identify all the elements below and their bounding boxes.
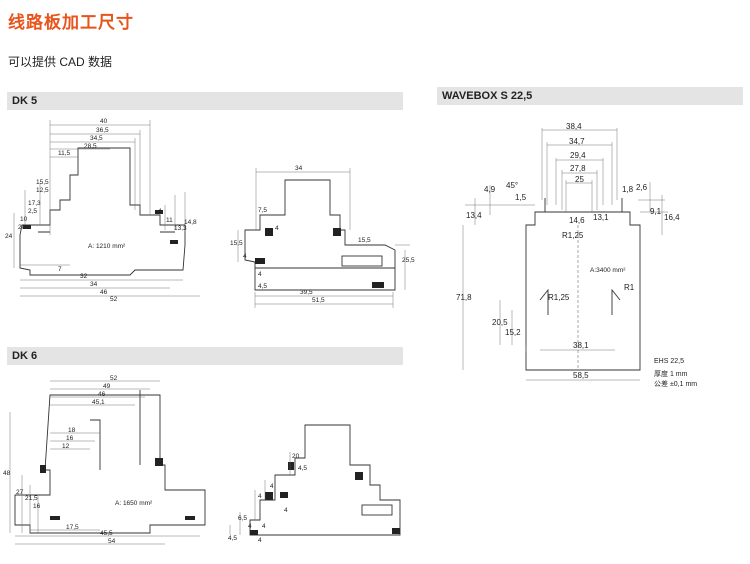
dk6-dim-0: 52: [110, 375, 118, 382]
dk6-dim-5: 16: [66, 435, 74, 442]
dk6-dim-8: 27: [16, 489, 24, 496]
dk6-dim-11: 17,5: [66, 524, 79, 531]
dk5-board-drawing: 34 7,5 4 4 15,5 15,5 25,5 4 4,5 39,5 51,…: [230, 165, 415, 308]
dk5-side-2: 4: [275, 225, 279, 232]
dk5-side-7: 4: [258, 271, 262, 278]
wavebox-dim-18: R1: [624, 283, 635, 292]
dk6-side-6: 4: [248, 523, 252, 530]
dk5-side-4: 15,5: [230, 240, 243, 247]
dk6-board-drawing: 20 4,5 4 4 4 6,5 4 4 4,5 4: [228, 424, 401, 544]
page-subtitle: 可以提供 CAD 数据: [8, 55, 113, 69]
wavebox-area: A:3400 mm²: [590, 267, 626, 274]
dk5-profile-drawing: 40 36,5 34,5 28,5 11,5 15,5 12,5 17,3 2,…: [5, 118, 200, 303]
dk5-dim-1: 36,5: [96, 127, 109, 134]
dk6-dim-10: 16: [33, 503, 41, 510]
dk5-dim-15: 14,8: [184, 219, 197, 226]
wavebox-note-tolerance: 公差 ±0,1 mm: [654, 381, 698, 388]
dk5-dim-0: 40: [100, 118, 108, 125]
wavebox-dim-16: 71,8: [456, 293, 472, 302]
dk5-dim-17: 32: [80, 273, 88, 280]
wavebox-dim-19: 20,5: [492, 318, 508, 327]
section-header-dk5: DK 5: [7, 92, 403, 110]
wavebox-dim-12: 2,6: [636, 183, 648, 192]
wavebox-dim-11: 1,8: [622, 185, 634, 194]
dk5-dim-19: 46: [100, 289, 108, 296]
dk5-side-9: 39,5: [300, 289, 313, 296]
dk6-side-9: 4: [258, 537, 262, 544]
dk5-dim-5: 15,5: [36, 179, 49, 186]
dk6-side-4: 4: [284, 507, 288, 514]
dk6-area: A: 1650 mm²: [115, 500, 153, 507]
dk6-dim-13: 54: [108, 538, 116, 545]
dk5-side-8: 4,5: [258, 283, 267, 290]
wavebox-note-thickness: 厚度 1 mm: [654, 371, 688, 378]
dk6-side-3: 4: [258, 493, 262, 500]
dk5-side-10: 51,5: [312, 297, 325, 304]
dk5-dim-16: 7: [58, 266, 62, 273]
dk5-dim-14: 13,3: [174, 225, 187, 232]
wavebox-dim-6: 45°: [506, 181, 518, 190]
wavebox-note-model: EHS 22,5: [654, 358, 684, 365]
wavebox-dim-20: 15,2: [505, 328, 521, 337]
dk6-dim-12: 45,5: [100, 530, 113, 537]
dk5-side-0: 34: [295, 165, 303, 172]
wavebox-dim-3: 27,8: [570, 164, 586, 173]
dk6-dim-7: 48: [3, 470, 11, 477]
dk5-dim-11: 24: [5, 233, 13, 240]
dk5-side-6: 25,5: [402, 257, 415, 264]
wavebox-drawing: 38,4 34,7 29,4 27,8 25 4,9 45° 1,5 13,4 …: [456, 122, 680, 381]
dk5-dim-13: 11: [166, 217, 173, 224]
wavebox-dim-14: 16,4: [664, 213, 680, 222]
dk6-side-8: 4,5: [228, 535, 237, 542]
wavebox-dim-5: 4,9: [484, 185, 496, 194]
dk6-dim-6: 12: [62, 443, 70, 450]
dk5-dim-20: 52: [110, 296, 118, 303]
section-header-wavebox: WAVEBOX S 22,5: [437, 87, 743, 105]
dk6-profile-drawing: 52 49 46 45,1 18 16 12 48 27 21,5 16 17,…: [3, 375, 206, 545]
dk5-dim-18: 34: [90, 281, 98, 288]
dk6-dim-4: 18: [68, 427, 76, 434]
dk5-area: A: 1210 mm²: [88, 243, 126, 250]
wavebox-dim-7: 1,5: [515, 193, 527, 202]
wavebox-dim-13: 9,1: [650, 207, 662, 216]
dk6-side-0: 20: [292, 453, 300, 460]
dk5-dim-2: 34,5: [90, 135, 103, 142]
wavebox-dim-2: 29,4: [570, 151, 586, 160]
dk5-dim-7: 17,3: [28, 200, 41, 207]
dk6-side-7: 4: [262, 523, 266, 530]
dk6-side-2: 4: [270, 483, 274, 490]
dk6-side-1: 4,5: [298, 465, 307, 472]
dk6-side-5: 6,5: [238, 515, 247, 522]
dk5-dim-9: 10: [20, 216, 28, 223]
dk5-side-1: 7,5: [258, 207, 267, 214]
dk6-dim-9: 21,5: [25, 495, 38, 502]
wavebox-dim-21: 38,1: [573, 341, 589, 350]
page-title: 线路板加工尺寸: [8, 13, 134, 32]
dk6-dim-3: 45,1: [92, 399, 105, 406]
wavebox-dim-17: R1,25: [548, 293, 570, 302]
wavebox-dim-0: 38,4: [566, 122, 582, 131]
dk5-dim-10: 20: [18, 224, 26, 231]
wavebox-dim-4: 25: [575, 175, 584, 184]
wavebox-dim-15: R1,25: [562, 231, 584, 240]
dk5-dim-6: 12,5: [36, 187, 49, 194]
dk5-side-3: 4: [243, 253, 247, 260]
wavebox-dim-22: 58,5: [573, 371, 589, 380]
section-header-dk6: DK 6: [7, 347, 403, 365]
dk5-dim-8: 2,5: [28, 208, 37, 215]
dk5-dim-3: 28,5: [84, 143, 97, 150]
dk5-side-5: 15,5: [358, 237, 371, 244]
wavebox-dim-1: 34,7: [569, 137, 585, 146]
wavebox-dim-10: 13,1: [593, 213, 609, 222]
dk5-dim-4: 11,5: [58, 150, 71, 157]
dk6-dim-2: 46: [98, 391, 106, 398]
wavebox-dim-9: 14,6: [569, 216, 585, 225]
dk5-dim-12: 4: [158, 208, 162, 215]
dk6-dim-1: 49: [103, 383, 111, 390]
wavebox-dim-8: 13,4: [466, 211, 482, 220]
